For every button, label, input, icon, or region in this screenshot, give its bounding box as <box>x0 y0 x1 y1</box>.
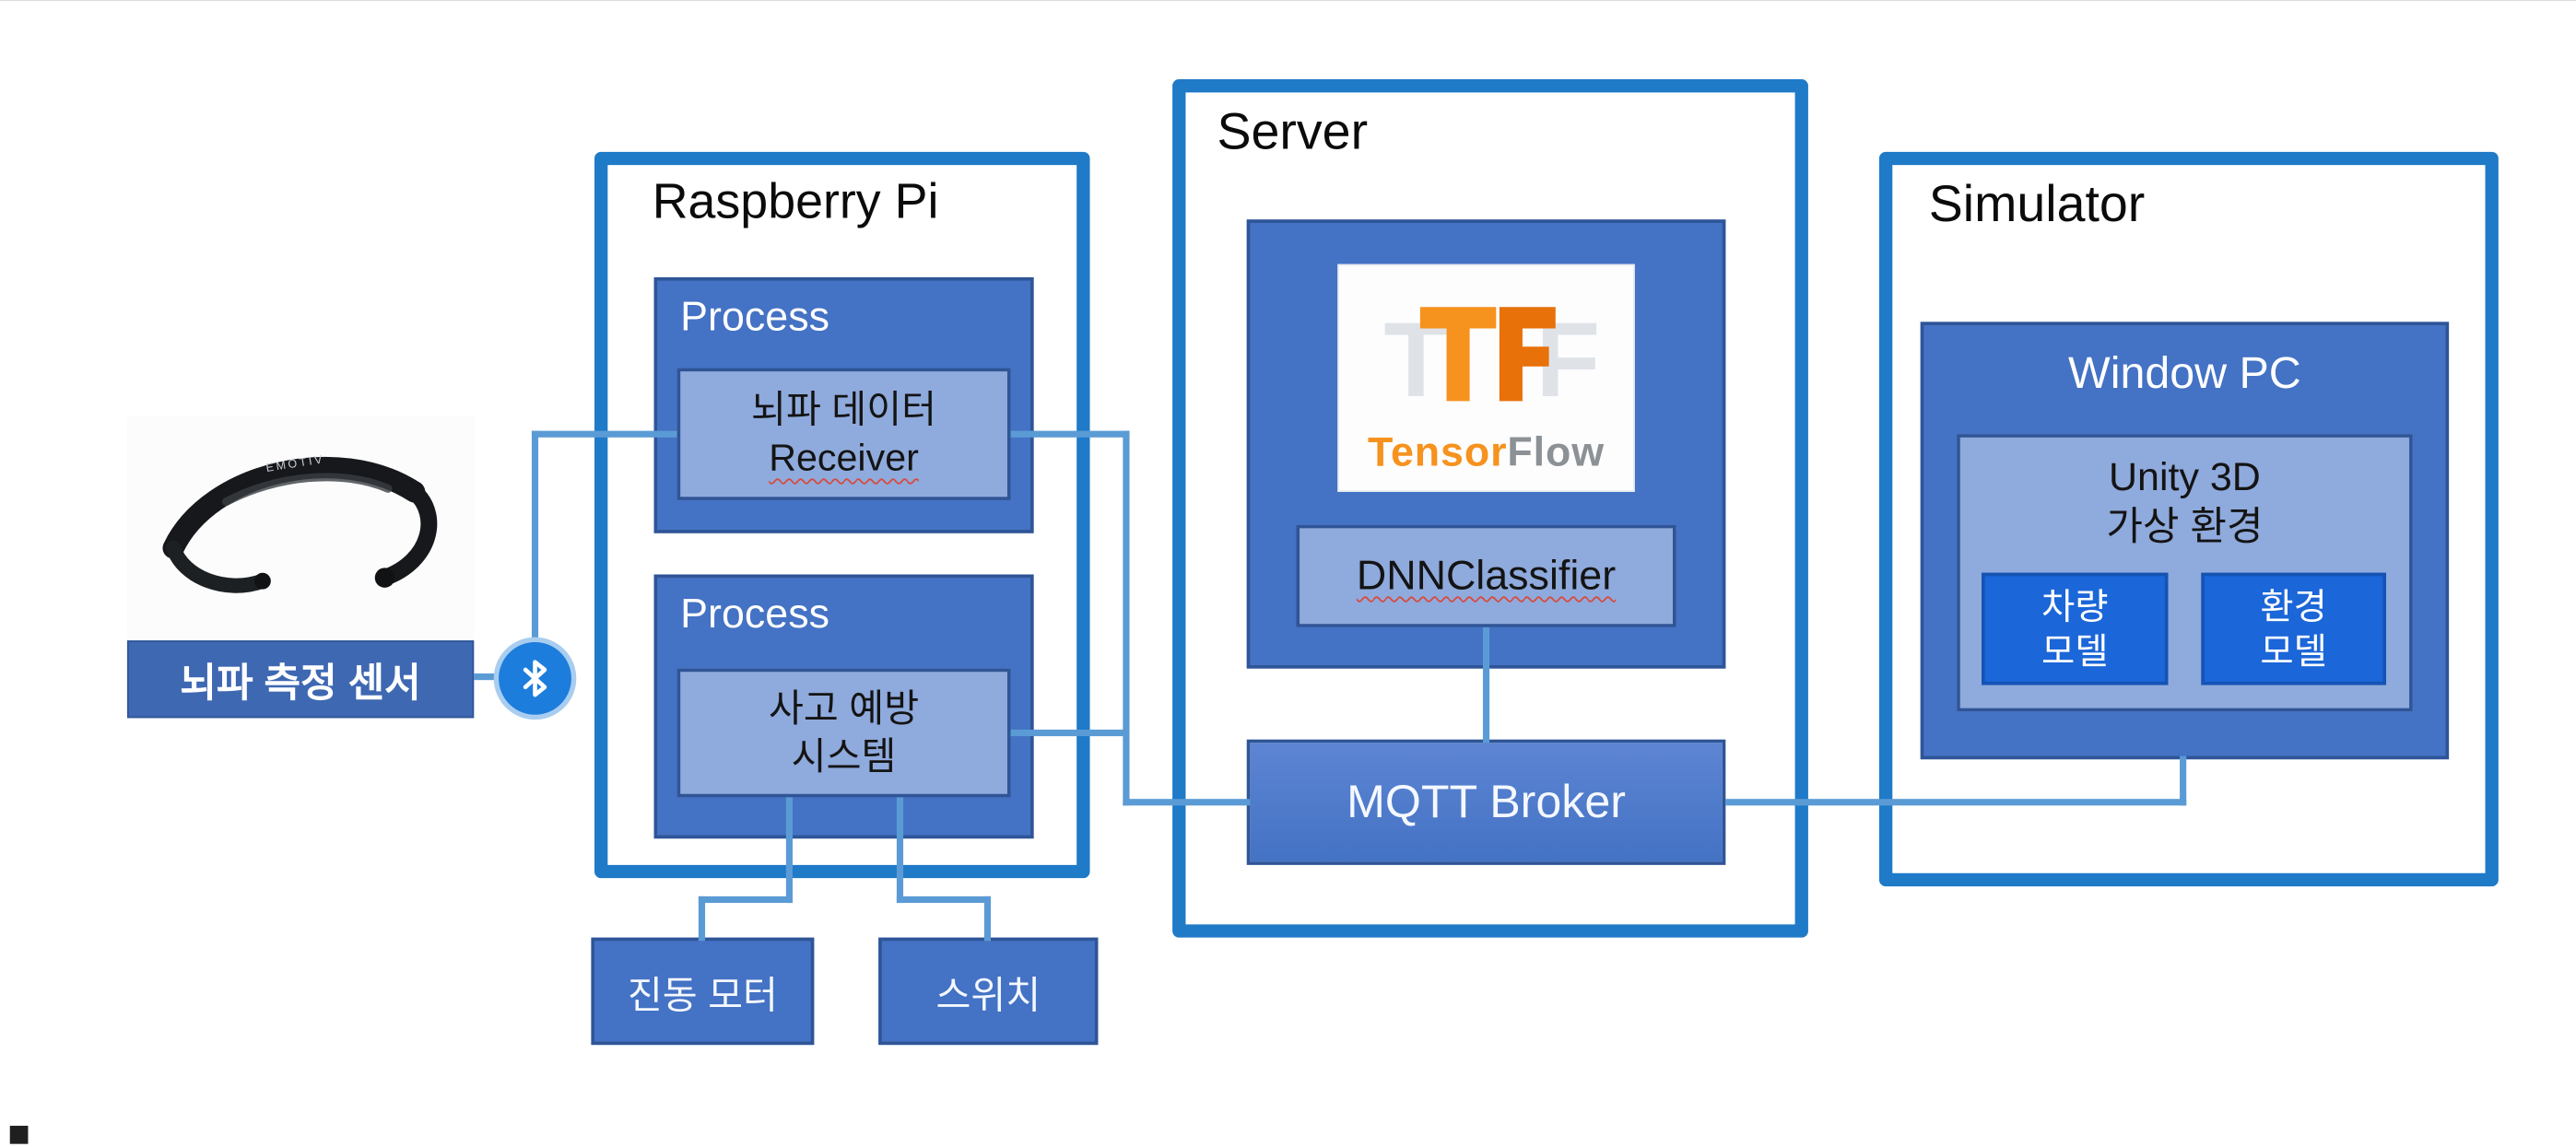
connector-dnn-to-mqtt <box>1482 624 1490 743</box>
connector-bt-up <box>531 430 539 641</box>
receiver-line2: Receiver <box>769 436 919 479</box>
process-top-label: Process <box>680 293 829 341</box>
connector-prevention-switch-v1 <box>896 793 904 904</box>
environment-model-line1: 환경 <box>2260 585 2327 626</box>
headset-illustration <box>162 456 438 593</box>
connector-bus-to-mqtt <box>1123 799 1251 806</box>
process-bottom-label: Process <box>680 591 829 638</box>
dnn-classifier-label: DNNClassifier <box>1356 552 1617 599</box>
bluetooth-glyph <box>523 660 547 697</box>
prevention-module: 사고 예방 시스템 <box>676 668 1011 798</box>
switch-box: 스위치 <box>878 937 1099 1046</box>
connector-prevention-right <box>1010 729 1126 737</box>
switch-label: 스위치 <box>935 973 1041 1016</box>
vehicle-model-box: 차량 모델 <box>1982 572 2169 685</box>
environment-model-line2: 모델 <box>2260 630 2327 673</box>
headset-image: EMOTIV <box>126 415 475 641</box>
window-pc-label: Window PC <box>2068 348 2301 398</box>
stray-mark <box>9 1125 29 1144</box>
connector-prevention-motor-v1 <box>785 793 794 904</box>
sensor-label-text: 뇌파 측정 센서 <box>180 661 421 707</box>
connector-sensor-to-bt <box>474 673 498 681</box>
connector-receiver-right <box>1010 430 1130 438</box>
vehicle-model-line2: 모델 <box>2041 630 2109 673</box>
connector-mqtt-to-simulator <box>1725 799 2187 806</box>
connector-simulator-down <box>2180 755 2187 806</box>
bluetooth-icon <box>493 637 577 720</box>
simulator-title: Simulator <box>1928 174 2146 233</box>
prevention-line2: 시스템 <box>791 734 897 778</box>
dnn-classifier-box: DNNClassifier <box>1296 524 1676 627</box>
connector-prevention-switch-h <box>896 895 992 904</box>
mqtt-broker-label: MQTT Broker <box>1347 776 1626 827</box>
connector-prevention-switch-v2 <box>983 895 992 942</box>
environment-model-box: 환경 모델 <box>2201 572 2387 685</box>
prevention-line1: 사고 예방 <box>769 686 920 731</box>
tensorflow-mark-icon: T F <box>1383 301 1600 419</box>
vibration-motor-label: 진동 모터 <box>627 973 778 1016</box>
tensorflow-wordmark-tensor: Tensor <box>1368 428 1508 476</box>
connector-bt-to-receiver <box>531 430 681 438</box>
unity-line1: Unity 3D <box>2108 455 2261 500</box>
raspberry-pi-title: Raspberry Pi <box>652 174 939 230</box>
tensorflow-logo: T F TensorFlow <box>1337 263 1635 492</box>
unity-line2: 가상 환경 <box>2106 505 2264 550</box>
vehicle-model-line1: 차량 <box>2041 585 2109 626</box>
sensor-label: 뇌파 측정 센서 <box>126 640 475 719</box>
vibration-motor-box: 진동 모터 <box>591 937 815 1046</box>
connector-prevention-motor-h <box>698 895 794 904</box>
tensorflow-wordmark: TensorFlow <box>1368 429 1605 490</box>
server-title: Server <box>1217 102 1369 160</box>
tensorflow-wordmark-flow: Flow <box>1507 428 1606 476</box>
mqtt-broker-box: MQTT Broker <box>1246 739 1726 865</box>
receiver-module: 뇌파 데이터 Receiver <box>676 368 1011 500</box>
connector-vertical-bus <box>1123 430 1130 806</box>
receiver-line1: 뇌파 데이터 <box>751 388 937 432</box>
connector-prevention-motor-v2 <box>698 895 706 942</box>
